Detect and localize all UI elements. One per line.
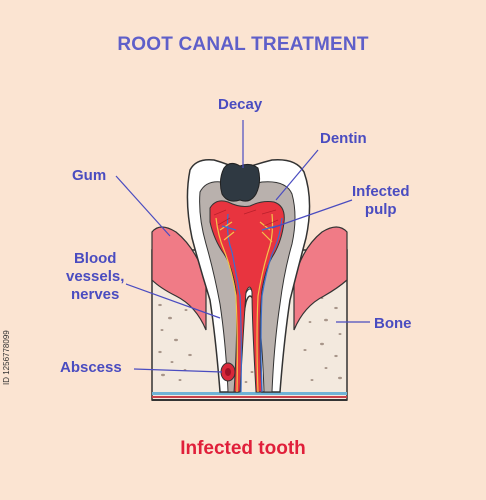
leader-blood-vessels: [125, 283, 221, 319]
leader-infected-pulp: [271, 199, 353, 229]
blood-vessels-nerves: [215, 213, 283, 393]
label-blood-vessels-nerves: Blood vessels, nerves: [66, 250, 125, 303]
leader-gum: [115, 175, 171, 237]
label-gum: Gum: [72, 167, 107, 184]
label-dentin: Dentin: [320, 130, 367, 147]
label-bone: Bone: [374, 315, 412, 332]
infected-pulp-area: [213, 209, 279, 227]
diagram-title: ROOT CANAL TREATMENT: [117, 34, 369, 55]
abscess-marker: [220, 362, 236, 382]
leader-dentin: [275, 149, 319, 201]
label-decay: Decay: [218, 96, 263, 113]
stock-id-text: ID 1256778099: [2, 330, 11, 385]
leader-abscess: [133, 368, 223, 373]
label-infected-pulp: Infected pulp: [352, 183, 410, 218]
gum-tissue: [151, 226, 348, 331]
label-abscess: Abscess: [60, 359, 122, 376]
diagram-caption: Infected tooth: [180, 438, 306, 459]
decay-cavity: [219, 162, 261, 202]
